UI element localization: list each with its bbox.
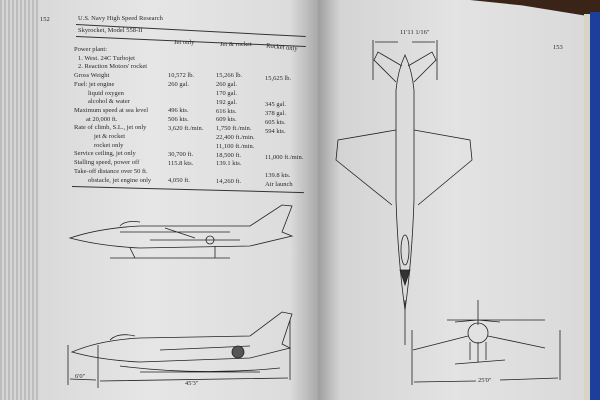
row-label: obstacle, jet engine only [88,176,152,184]
tail-span-dimension: 11'11 1/16" [400,29,430,36]
left-page-number: 152 [40,16,50,23]
cell-jet: 496 kts. [168,107,189,115]
cell-jet: 10,572 lb. [168,72,195,80]
cell-jet-rocket: 192 gal. [216,98,237,106]
cell-rocket: 15,625 lb. [265,74,292,82]
row-label: Stalling speed, power off [74,159,140,167]
row-label: Gross Weight [74,72,110,80]
row-label: Rate of climb, S.L., jet only [74,124,147,132]
top-view [335,40,473,345]
page-edges [0,0,42,400]
left-page [38,0,318,400]
nose-dimension: 6'0" [75,373,86,380]
row-label: jet & rocket [94,133,126,140]
blue-cover [590,12,600,400]
wing-span-dimension: 25'0" [478,377,492,384]
row-label: rocket only [94,141,124,149]
cell-jet: 3,620 ft./min. [168,124,204,132]
row-label: Fuel: jet engine [74,80,115,88]
cell-jet: 30,700 ft. [168,151,194,158]
row-label: Take-off distance over 50 ft. [74,167,148,175]
cell-jet-rocket: 616 kts. [216,107,237,115]
cell-jet-rocket: 14,260 ft. [216,178,242,185]
cell-rocket: 378 gal. [265,109,286,117]
cell-jet-rocket: 18,500 ft. [216,151,242,159]
cell-jet: 506 kts. [168,116,189,123]
right-page [318,0,593,400]
book-cover-edge [584,14,590,400]
side-view-cutaway [68,204,294,259]
row-label: Power plant: [74,46,108,53]
cell-jet-rocket: 11,100 ft./min. [216,142,255,150]
cell-rocket: Air launch [265,180,293,188]
row-label: Service ceiling, jet only [74,150,136,158]
column-header-jet-rocket: Jet & rocket [220,41,252,48]
cell-jet-rocket: 609 kts. [216,116,237,124]
cell-jet-rocket: 1,750 ft./min. [216,125,252,133]
row-label: 2. Reaction Motors' rocket [78,63,148,71]
row-label: alcohol & water [88,98,130,106]
cell-jet: 115.8 kts. [168,159,194,167]
cell-jet-rocket: 15,266 lb. [216,72,243,80]
table-subtitle: Skyrocket, Model 558-II [78,27,143,34]
row-label: Maximum speed at sea level [74,106,149,114]
cell-rocket: 139.8 kts. [265,171,291,179]
cell-jet-rocket: 170 gal. [216,90,237,97]
cell-jet-rocket: 260 gal. [216,81,237,89]
cell-jet: 260 gal. [168,81,189,88]
side-view-profile [67,311,293,388]
cell-rocket: 605 kts. [265,118,286,126]
cell-jet-rocket: 139.1 kts. [216,160,242,168]
row-label: 1. West. 24C Turbojet [78,54,135,62]
cell-jet-rocket: 22,400 ft./min. [216,134,255,141]
right-page-number: 153 [553,44,563,51]
column-header-jet: Jet only [174,39,195,46]
cell-rocket: 345 gal. [265,101,286,109]
front-view [411,300,561,385]
running-head: U.S. Navy High Speed Research [78,15,163,22]
length-dimension: 45'3" [185,380,199,387]
row-label: liquid oxygen [88,89,124,97]
row-label: at 20,000 ft. [86,115,118,123]
cell-rocket: 11,000 ft./min. [265,154,304,162]
cell-rocket: 594 kts. [265,127,286,135]
cell-jet: 4,050 ft. [168,177,190,185]
